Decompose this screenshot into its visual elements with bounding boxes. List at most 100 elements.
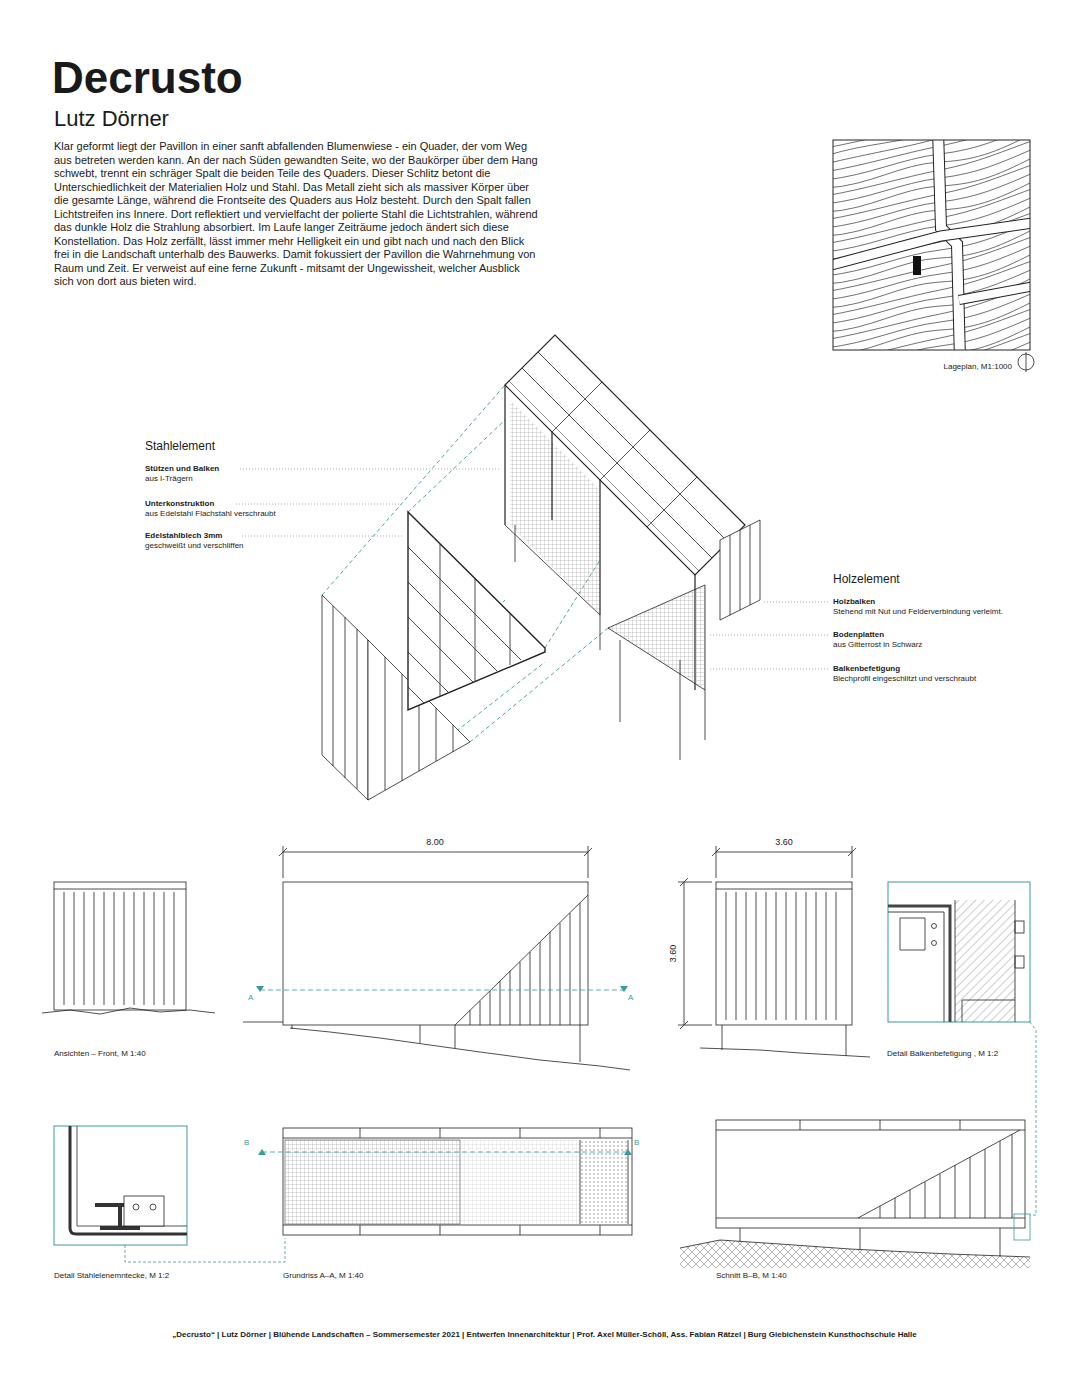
floor-plan xyxy=(262,1152,628,1153)
site-plan xyxy=(833,222,1030,268)
axonometric-drawing xyxy=(709,635,828,636)
contour-line xyxy=(833,266,1030,324)
detail-steel-corner xyxy=(150,1204,156,1210)
side-elevation xyxy=(470,903,580,1025)
floor-plan xyxy=(580,1140,628,1224)
side-elevation xyxy=(256,986,264,992)
detail-beam-fixing xyxy=(888,906,950,1022)
axonometric-drawing xyxy=(709,669,828,670)
side-elevation xyxy=(290,1028,630,1070)
side-elevation xyxy=(283,882,588,1025)
drawing-caption: Ansichten – Front, M 1:40 xyxy=(54,1049,146,1059)
axonometric-drawing xyxy=(408,512,545,710)
axonometric-drawing xyxy=(552,382,697,527)
detail-beam-fixing xyxy=(888,882,1030,1022)
site-plan xyxy=(913,256,921,275)
side-elevation xyxy=(620,986,628,992)
detail-beam-fixing xyxy=(932,941,937,946)
part-note: Blechprofil eingeschlitzt und verschraub… xyxy=(833,674,976,684)
end-elevation xyxy=(716,889,852,890)
contour-line xyxy=(833,298,1030,350)
axonometric-drawing xyxy=(608,585,705,690)
contour-line xyxy=(833,330,1030,350)
axonometric-drawing xyxy=(505,525,600,615)
section-marker: A xyxy=(628,993,633,1003)
contour-line xyxy=(833,338,1030,350)
footer-caption: „Decrusto“ | Lutz Dörner | Blühende Land… xyxy=(0,1330,1089,1340)
section-marker: A xyxy=(248,993,253,1003)
section-drawing xyxy=(680,1240,1030,1268)
axonometric-drawing xyxy=(408,420,505,512)
part-note: aus Edelstahl Flachstahl verschraubt xyxy=(145,509,276,519)
section-drawing xyxy=(880,1134,1012,1218)
scale-label: Lageplan, M1:1000 xyxy=(944,362,1013,372)
site-plan xyxy=(938,140,960,350)
section-drawing xyxy=(716,1120,1025,1228)
detail-steel-corner xyxy=(124,1196,164,1226)
detail-steel-corner xyxy=(70,1126,187,1234)
poster-title: Decrusto xyxy=(52,54,243,102)
drawing-caption: Grundriss A–A, M 1:40 xyxy=(283,1271,363,1281)
section-drawing xyxy=(680,1120,1030,1268)
section-drawing xyxy=(1014,1214,1030,1240)
axonometric-drawing xyxy=(515,525,600,650)
end-elevation xyxy=(712,846,856,878)
floor-plan xyxy=(283,1138,632,1225)
axonometric-drawing xyxy=(236,469,828,669)
drawing-caption: Detail Balkenbefetigung , M 1:2 xyxy=(887,1049,998,1059)
part-name: Bodenplatten xyxy=(833,630,884,640)
site-plan xyxy=(959,285,1030,300)
detail-steel-corner xyxy=(125,1238,285,1262)
part-note: Stehend mit Nut und Felderverbindung ver… xyxy=(833,607,1003,617)
side-elevation xyxy=(260,990,624,991)
axonometric-drawing xyxy=(720,520,760,620)
site-plan xyxy=(1026,352,1027,372)
end-elevation xyxy=(678,878,712,1029)
contour-line xyxy=(833,140,1030,164)
contour-line xyxy=(833,282,1030,340)
axonometric-drawing xyxy=(440,544,510,696)
floor-plan xyxy=(360,1128,600,1235)
drawing-caption: Detail Stahlelenemntecke, M 1:2 xyxy=(54,1271,169,1281)
floor-plan xyxy=(258,1149,266,1155)
contour-line xyxy=(833,170,1030,228)
contour-line xyxy=(833,140,1030,196)
dimension-label: 3.60 xyxy=(775,837,793,848)
site-plan xyxy=(833,140,1030,350)
detail-steel-corner xyxy=(54,1126,187,1245)
detail-beam-fixing xyxy=(900,918,925,950)
site-plan xyxy=(959,285,1030,300)
contour-line xyxy=(833,322,1030,350)
contour-line xyxy=(833,242,1030,300)
drawing-caption: Schnitt B–B, M 1:40 xyxy=(716,1271,787,1281)
side-elevation xyxy=(243,1022,283,1023)
section-drawing xyxy=(800,1120,960,1130)
section-drawing xyxy=(858,1130,1020,1218)
contour-line xyxy=(833,258,1030,316)
axonometric-drawing xyxy=(240,469,500,470)
axonometric-drawing xyxy=(509,381,699,571)
end-elevation xyxy=(700,1048,870,1057)
contour-line xyxy=(833,306,1030,350)
end-elevation xyxy=(716,882,852,1025)
front-elevation xyxy=(42,1008,215,1014)
section-marker: B xyxy=(244,1138,249,1148)
dimension-label: 3.60 xyxy=(669,942,680,964)
axonometric-drawing xyxy=(236,335,828,800)
axonometric-drawing xyxy=(505,335,745,575)
axonometric-drawing xyxy=(408,547,521,703)
author-name: Lutz Dörner xyxy=(54,106,169,132)
contour-line xyxy=(833,146,1030,204)
part-note: aus Gitterrost in Schwarz xyxy=(833,640,922,650)
detail-beam-fixing xyxy=(888,912,944,1022)
side-elevation xyxy=(279,846,592,878)
side-elevation xyxy=(455,895,588,1025)
contour-line xyxy=(833,162,1030,220)
group-heading: Holzelement xyxy=(833,572,900,586)
axonometric-drawing xyxy=(730,525,750,615)
detail-steel-corner xyxy=(54,1126,285,1262)
part-name: Holzbalken xyxy=(833,597,875,607)
part-name: Edelstahlblech 3mm xyxy=(145,531,222,541)
detail-beam-fixing xyxy=(1030,1022,1036,1215)
